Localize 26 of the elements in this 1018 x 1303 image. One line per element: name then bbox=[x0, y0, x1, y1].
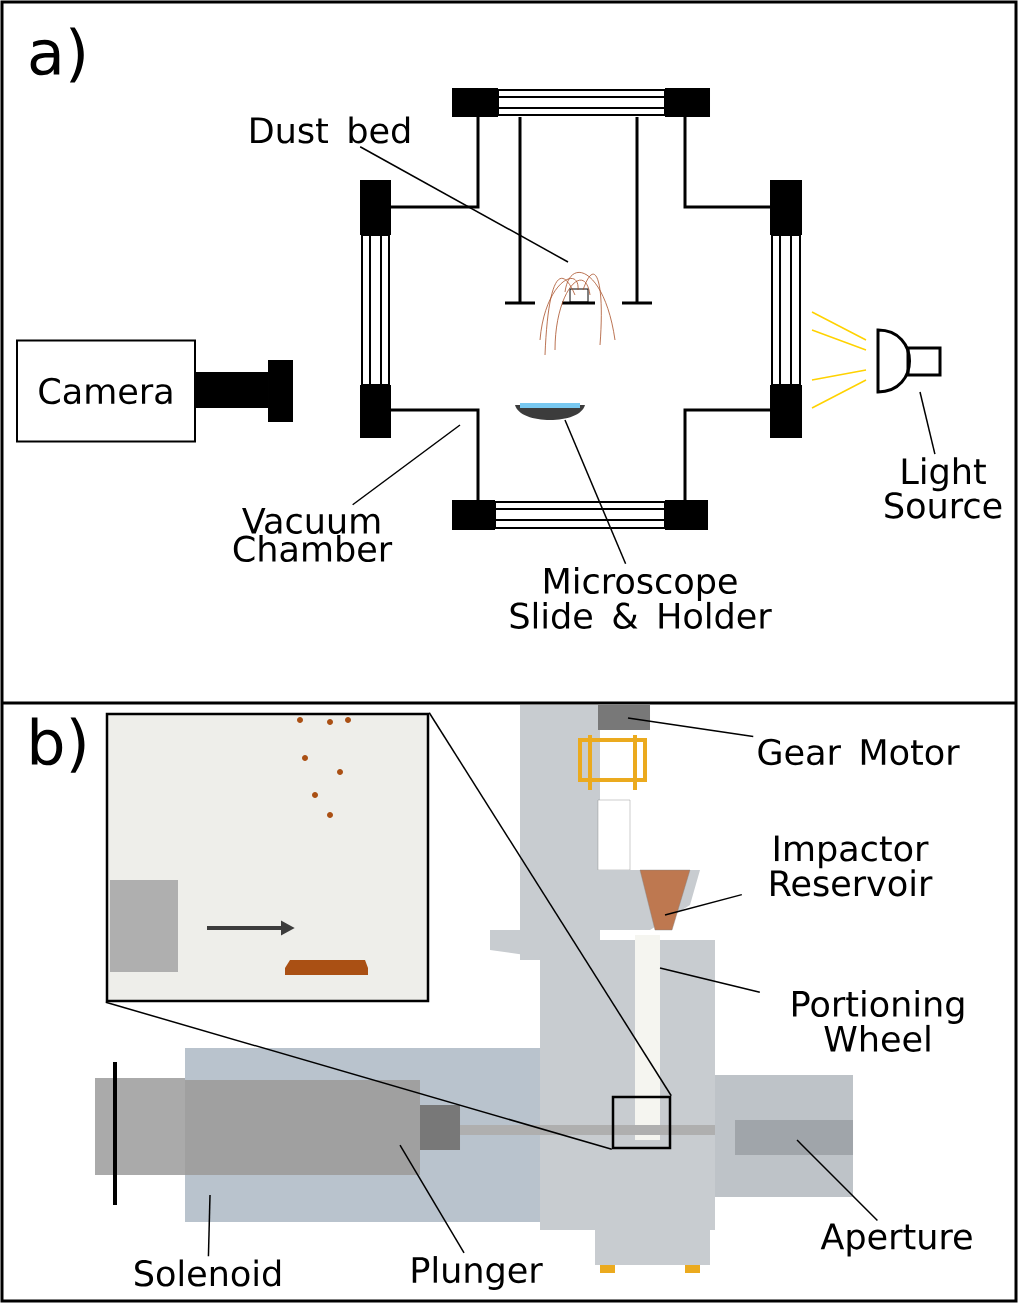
leader-line bbox=[351, 424, 461, 506]
leader-line bbox=[564, 419, 627, 565]
part-label: Aperture bbox=[820, 1223, 972, 1257]
part-label: Dust bed bbox=[251, 116, 410, 144]
part-label: Portioning Wheel bbox=[793, 990, 964, 1052]
leader-line bbox=[399, 1144, 465, 1254]
leader-line bbox=[359, 146, 569, 263]
part-label: Light Source bbox=[885, 457, 1002, 519]
leader-line bbox=[664, 893, 743, 916]
part-label: Solenoid bbox=[135, 1259, 281, 1287]
zoom-frame bbox=[611, 1095, 672, 1150]
inset-view bbox=[105, 712, 430, 1003]
leader-line bbox=[207, 1194, 211, 1257]
leader-line bbox=[796, 1139, 879, 1222]
leader-line bbox=[659, 967, 761, 994]
leader-line bbox=[919, 391, 936, 455]
camera-box: Camera bbox=[16, 339, 196, 443]
part-label: Gear Motor bbox=[758, 738, 960, 766]
leader-line bbox=[627, 717, 754, 738]
part-label: Microscope Slide & Holder bbox=[510, 567, 772, 629]
zoom-line bbox=[105, 1001, 613, 1150]
part-label: Impactor Reservoir bbox=[771, 835, 933, 897]
part-label: Plunger bbox=[412, 1256, 543, 1290]
panel-label: a) bbox=[30, 27, 84, 83]
part-label: Vacuum Chamber bbox=[233, 507, 393, 563]
zoom-line bbox=[428, 712, 672, 1097]
